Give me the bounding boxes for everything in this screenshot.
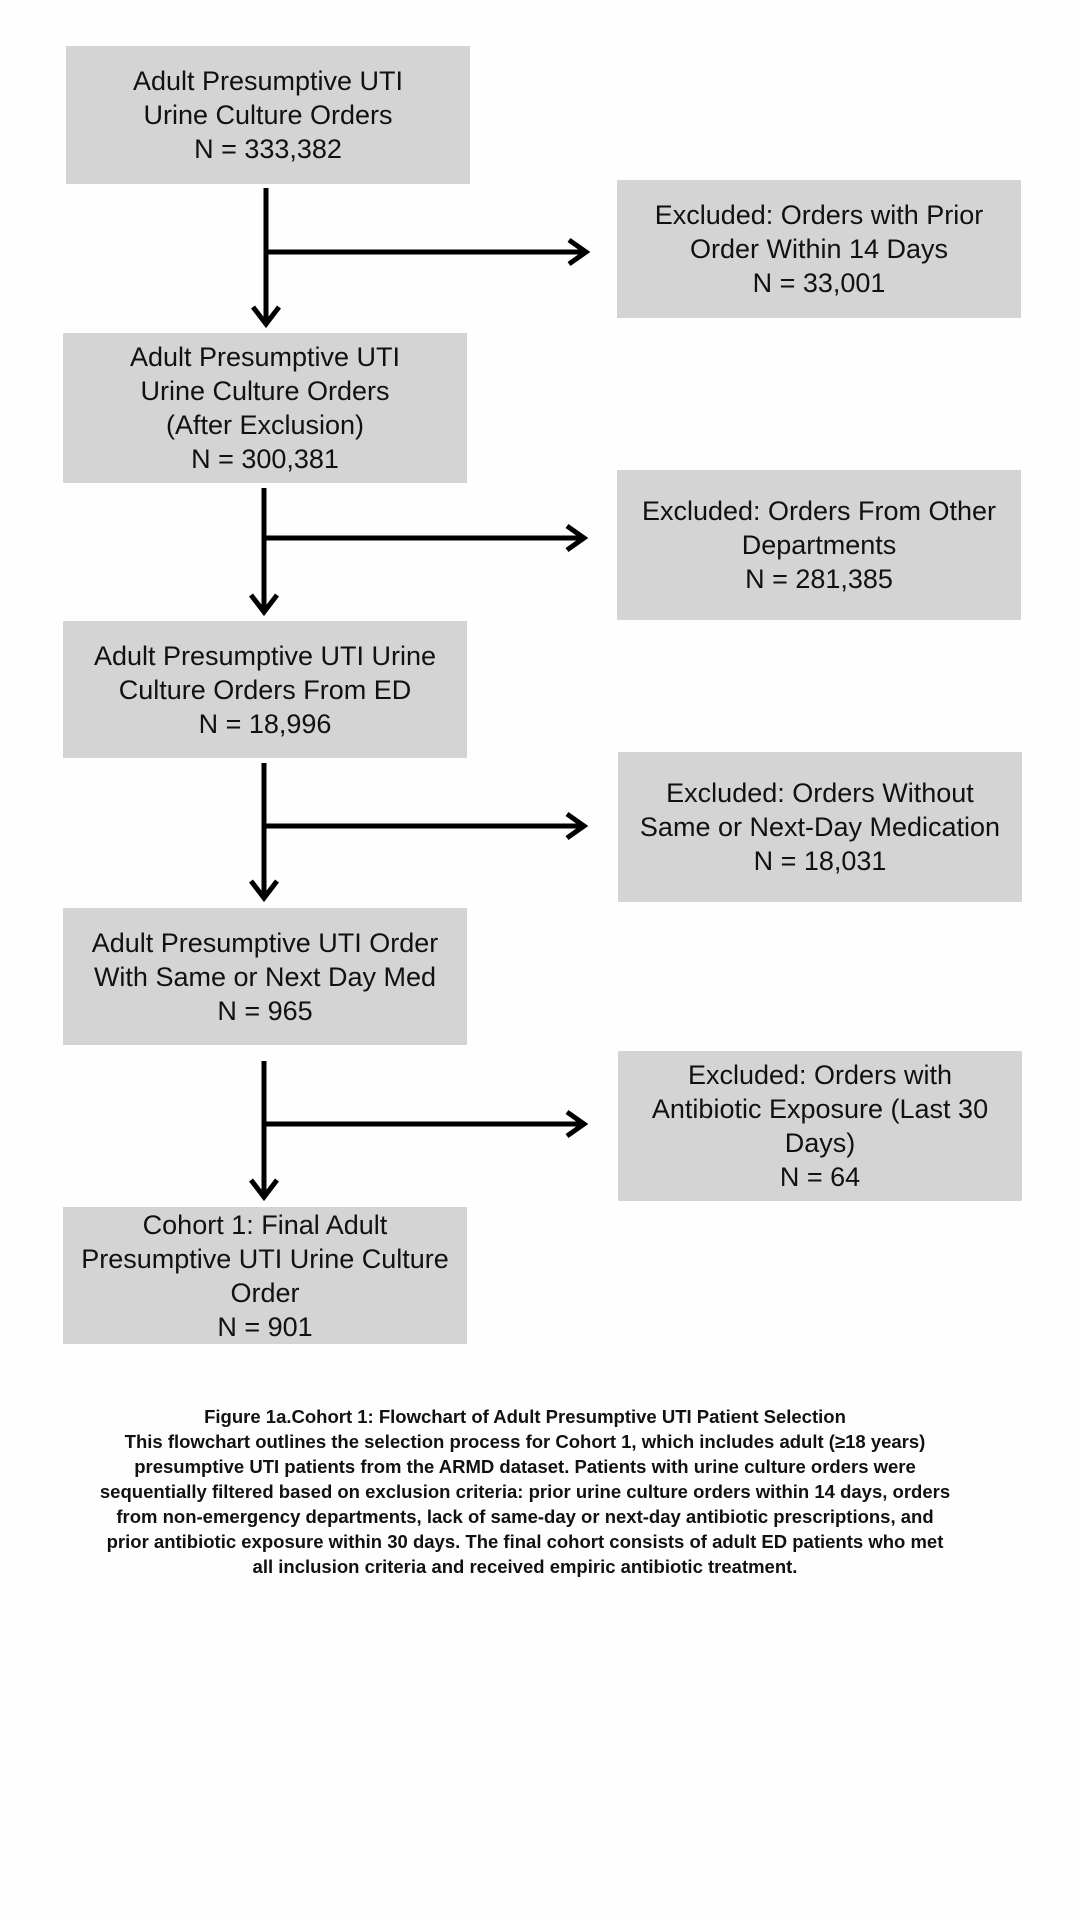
main-box-2-line-3: (After Exclusion)	[165, 410, 365, 440]
main-box-final-line-2: Presumptive UTI Urine Culture	[81, 1243, 449, 1274]
exclusion-box-4-count: N = 64	[779, 1162, 861, 1192]
down-arrow-3-head	[249, 879, 279, 903]
main-box-2-line-2: Urine Culture Orders	[140, 376, 390, 406]
main-box-3: Adult Presumptive UTI Urine Culture Orde…	[63, 621, 467, 758]
main-box-final: Cohort 1: Final Adult Presumptive UTI Ur…	[63, 1207, 467, 1344]
side-arrow-4-head	[565, 1109, 589, 1139]
exclusion-box-4: Excluded: Orders with Antibiotic Exposur…	[618, 1051, 1022, 1201]
exclusion-box-2-line-2: Departments	[741, 530, 897, 560]
main-box-final-count: N = 901	[217, 1311, 313, 1342]
figure-caption-title: Figure 1a.Cohort 1: Flowchart of Adult P…	[204, 1406, 846, 1427]
figure-caption-line-1: This flowchart outlines the selection pr…	[124, 1431, 926, 1452]
exclusion-box-4-line-2: Antibiotic Exposure (Last 30	[651, 1094, 989, 1124]
main-box-1: Adult Presumptive UTI Urine Culture Orde…	[66, 46, 470, 184]
main-box-4-line-2: With Same or Next Day Med	[93, 961, 437, 992]
exclusion-box-1-line-1: Excluded: Orders with Prior	[654, 200, 984, 230]
exclusion-box-1-count: N = 33,001	[752, 268, 886, 298]
side-arrow-2-head	[565, 523, 589, 553]
main-box-1-count: N = 333,382	[194, 134, 342, 164]
main-box-4-line-1: Adult Presumptive UTI Order	[91, 927, 439, 958]
down-arrow-2-head	[249, 593, 279, 617]
main-box-2: Adult Presumptive UTI Urine Culture Orde…	[63, 333, 467, 483]
main-box-1-line-1: Adult Presumptive UTI	[132, 66, 404, 96]
side-arrow-1-head	[567, 237, 591, 267]
main-box-final-line-1: Cohort 1: Final Adult	[142, 1209, 388, 1240]
exclusion-box-2: Excluded: Orders From Other Departments …	[617, 470, 1021, 620]
exclusion-box-2-count: N = 281,385	[745, 564, 893, 594]
main-box-3-line-2: Culture Orders From ED	[118, 674, 412, 705]
figure-caption-line-4: from non-emergency departments, lack of …	[116, 1506, 934, 1527]
down-arrow-4-head	[249, 1178, 279, 1202]
exclusion-box-4-line-3: Days)	[784, 1128, 856, 1158]
main-box-1-line-2: Urine Culture Orders	[143, 100, 393, 130]
exclusion-box-3-line-1: Excluded: Orders Without	[666, 778, 974, 808]
main-box-4-count: N = 965	[217, 995, 313, 1026]
main-box-2-count: N = 300,381	[191, 444, 339, 474]
figure-caption-line-3: sequentially filtered based on exclusion…	[99, 1481, 951, 1502]
exclusion-box-4-line-1: Excluded: Orders with	[687, 1060, 953, 1090]
exclusion-box-1: Excluded: Orders with Prior Order Within…	[617, 180, 1021, 318]
exclusion-box-3-line-2: Same or Next-Day Medication	[639, 812, 1001, 842]
exclusion-box-2-line-1: Excluded: Orders From Other	[641, 496, 997, 526]
figure-caption: Figure 1a.Cohort 1: Flowchart of Adult P…	[60, 1404, 990, 1579]
exclusion-box-3: Excluded: Orders Without Same or Next-Da…	[618, 752, 1022, 902]
exclusion-box-1-line-2: Order Within 14 Days	[689, 234, 949, 264]
figure-caption-line-6: all inclusion criteria and received empi…	[252, 1556, 798, 1577]
exclusion-box-3-count: N = 18,031	[753, 846, 887, 876]
main-box-4: Adult Presumptive UTI Order With Same or…	[63, 908, 467, 1045]
side-arrow-3-head	[565, 811, 589, 841]
main-box-3-count: N = 18,996	[198, 708, 332, 739]
main-box-2-line-1: Adult Presumptive UTI	[129, 342, 401, 372]
main-box-final-line-3: Order	[230, 1277, 300, 1308]
figure-caption-line-2: presumptive UTI patients from the ARMD d…	[134, 1456, 916, 1477]
main-box-3-line-1: Adult Presumptive UTI Urine	[93, 640, 437, 671]
figure-caption-line-5: prior antibiotic exposure within 30 days…	[106, 1531, 944, 1552]
down-arrow-1-head	[251, 305, 281, 329]
